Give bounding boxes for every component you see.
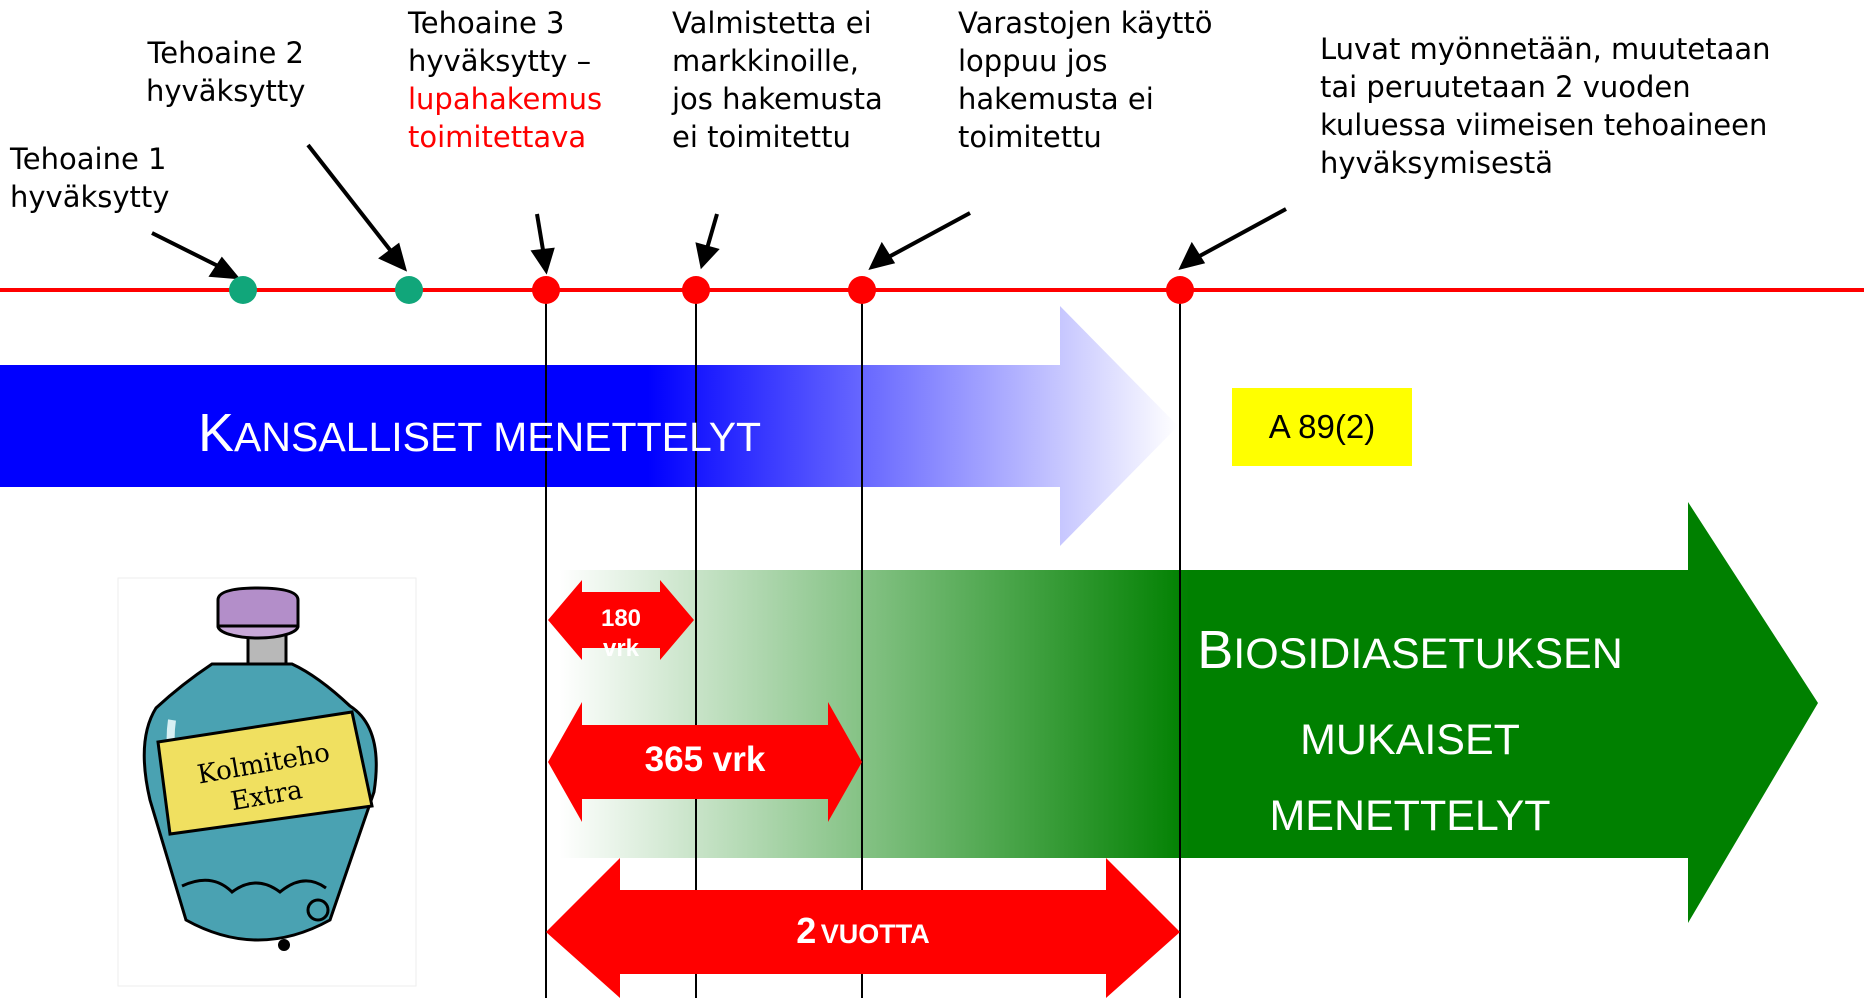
milestone-label-5: Varastojen käyttö loppuu jos hakemusta e… <box>958 4 1212 156</box>
bottle-illustration: Kolmiteho Extra <box>117 577 417 987</box>
biocide-procedures-label: BIOSIDIASETUKSEN MUKAISET MENETTELYT <box>1180 612 1640 854</box>
milestone-dot-4 <box>682 276 710 304</box>
milestone-dot-6 <box>1166 276 1194 304</box>
biocide-procedures-arrow <box>560 502 1818 923</box>
biocide-line1-first: B <box>1197 620 1234 680</box>
period-180-line1: 180 <box>600 605 642 632</box>
milestone-label-4-line1: Valmistetta ei <box>672 6 872 40</box>
milestone-label-2-line2: hyväksytty <box>146 74 306 108</box>
period-180-label: 180 vrk <box>582 604 660 664</box>
reference-badge: A 89(2) <box>1232 388 1412 466</box>
milestone-label-3-line3: lupahakemus <box>408 82 603 116</box>
milestone-label-5-line4: toimitettu <box>958 120 1102 154</box>
national-procedures-arrow <box>0 306 1178 546</box>
milestone-label-6-line4: hyväksymisestä <box>1320 146 1554 180</box>
milestone-label-6-line2: tai peruutetaan 2 vuoden <box>1320 70 1691 104</box>
period-2-years-arrow <box>546 858 1180 998</box>
milestone-dot-2 <box>395 276 423 304</box>
national-procedures-first: K <box>198 403 235 463</box>
milestone-label-4: Valmistetta ei markkinoille, jos hakemus… <box>672 4 883 156</box>
milestone-label-4-line4: ei toimitettu <box>672 120 851 154</box>
biocide-line2: MUKAISET <box>1300 716 1520 764</box>
national-procedures-label: KANSALLISET MENETTELYT <box>198 402 761 464</box>
milestone-label-5-line3: hakemusta ei <box>958 82 1154 116</box>
period-2-years-number: 2 <box>796 910 817 951</box>
milestone-label-6-line1: Luvat myönnetään, muutetaan <box>1320 32 1771 66</box>
milestone-label-1: Tehoaine 1 hyväksytty <box>10 140 169 216</box>
milestone-label-2: Tehoaine 2 hyväksytty <box>146 34 305 110</box>
milestone-label-5-line1: Varastojen käyttö <box>958 6 1213 40</box>
pointer-arrows <box>151 143 1287 280</box>
milestone-label-3-line4: toimitettava <box>408 120 587 154</box>
milestone-label-1-line2: hyväksytty <box>10 180 170 214</box>
national-procedures-rest: ANSALLISET MENETTELYT <box>234 414 762 460</box>
milestone-label-4-line2: markkinoille, <box>672 44 859 78</box>
milestone-label-5-line2: loppuu jos <box>958 44 1108 78</box>
milestone-label-1-line1: Tehoaine 1 <box>10 142 167 176</box>
milestone-dot-1 <box>229 276 257 304</box>
milestone-label-3: Tehoaine 3 hyväksytty – lupahakemus toim… <box>408 4 602 156</box>
period-2-years-word: VUOTTA <box>820 919 930 949</box>
biocide-line1-rest: IOSIDIASETUKSEN <box>1233 630 1623 678</box>
biocide-line1: BIOSIDIASETUKSEN <box>1180 612 1640 702</box>
biocide-line3: MENETTELYT <box>1269 792 1551 840</box>
milestone-label-6-line3: kuluessa viimeisen tehoaineen <box>1320 108 1768 142</box>
period-180-arrow <box>548 580 694 660</box>
milestone-label-6: Luvat myönnetään, muutetaan tai peruutet… <box>1320 30 1771 182</box>
milestone-label-4-line3: jos hakemusta <box>672 82 883 116</box>
milestone-label-2-line1: Tehoaine 2 <box>147 36 304 70</box>
period-2-years-label: 2 VUOTTA <box>620 910 1106 952</box>
milestone-label-3-line2: hyväksytty – <box>408 44 592 78</box>
milestone-dot-5 <box>848 276 876 304</box>
period-365-arrow <box>548 702 862 822</box>
period-365-label: 365 vrk <box>644 740 766 779</box>
period-180-line2: vrk <box>602 635 640 662</box>
milestone-label-3-line1: Tehoaine 3 <box>408 6 565 40</box>
milestone-dot-3 <box>532 276 560 304</box>
